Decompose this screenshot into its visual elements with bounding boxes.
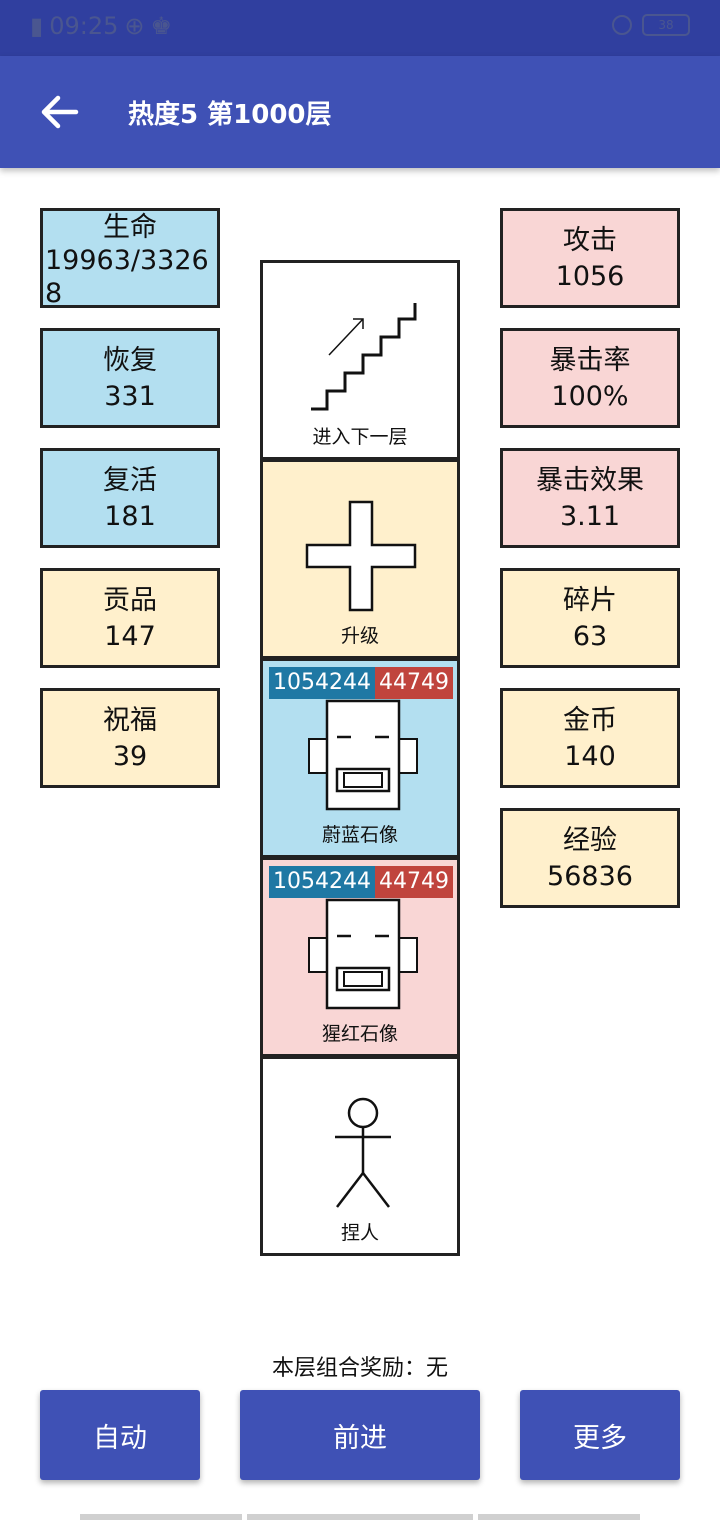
tile-caption: 猩红石像: [321, 1023, 398, 1045]
stat-label: 碎片: [563, 585, 617, 616]
auto-button[interactable]: 自动: [40, 1390, 200, 1480]
stat-recovery: 恢复 331: [40, 328, 220, 428]
stat-label: 攻击: [563, 225, 617, 256]
status-bar: ▮ 09:25 ⊕ ♚ 38: [0, 0, 720, 56]
stat-crit-effect: 暴击效果 3.11: [500, 448, 680, 548]
stat-crit-rate: 暴击率 100%: [500, 328, 680, 428]
more-button[interactable]: 更多: [520, 1390, 680, 1480]
enemy-attack: 44749: [374, 866, 453, 898]
stat-value: 140: [564, 741, 616, 772]
stick-figure-icon: [335, 1097, 391, 1208]
stat-value: 181: [104, 501, 156, 532]
stat-value: 56836: [547, 861, 633, 892]
nav-hint: [80, 1514, 242, 1520]
enemy-stats-bar: 1054244 44749: [269, 667, 453, 699]
stat-value: 19963/33268: [45, 245, 209, 308]
stat-label: 经验: [563, 825, 617, 856]
game-icon: ⊕: [124, 12, 145, 40]
enemy-hp: 1054244: [269, 866, 375, 898]
stat-label: 生命: [103, 212, 157, 243]
stat-label: 祝福: [103, 705, 157, 736]
nav-hint: [478, 1514, 640, 1520]
stat-value: 331: [104, 381, 156, 412]
forward-button[interactable]: 前进: [240, 1390, 480, 1480]
stat-value: 1056: [555, 261, 625, 292]
stat-blessing: 祝福 39: [40, 688, 220, 788]
enemy-stats-bar: 1054244 44749: [269, 866, 453, 898]
floor-bonus-text: 本层组合奖励：无: [271, 1356, 448, 1381]
alarm-icon: [612, 15, 632, 35]
stat-value: 147: [104, 621, 156, 652]
tile-azure-statue[interactable]: 1054244 44749 蔚蓝石像: [260, 658, 460, 858]
app-bar: 热度5 第1000层: [0, 56, 720, 168]
stat-experience: 经验 56836: [500, 808, 680, 908]
battery-icon: 38: [642, 14, 690, 36]
enemy-hp: 1054244: [269, 667, 375, 699]
stairs-icon: [311, 303, 417, 411]
stat-attack: 攻击 1056: [500, 208, 680, 308]
stat-life: 生命 19963/33268: [40, 208, 220, 308]
stat-label: 暴击效果: [536, 465, 644, 496]
stat-value: 39: [112, 741, 148, 772]
enemy-attack: 44749: [374, 667, 453, 699]
tile-next-floor[interactable]: 进入下一层: [260, 260, 460, 460]
stat-label: 暴击率: [549, 345, 631, 376]
tile-character[interactable]: 捏人: [260, 1056, 460, 1256]
tile-caption: 升级: [340, 625, 379, 647]
signal-icon: ▮: [30, 12, 44, 40]
tile-upgrade[interactable]: 升级: [260, 459, 460, 659]
stat-value: 63: [572, 621, 608, 652]
stat-label: 复活: [103, 465, 157, 496]
crown-icon: ♚: [150, 12, 173, 40]
stat-tribute: 贡品 147: [40, 568, 220, 668]
stat-gold: 金币 140: [500, 688, 680, 788]
stat-value: 100%: [551, 381, 629, 412]
tile-caption: 进入下一层: [312, 426, 408, 448]
stat-label: 恢复: [103, 345, 157, 376]
stat-value: 3.11: [559, 501, 621, 532]
tile-caption: 捏人: [340, 1222, 379, 1244]
statue-icon: [308, 699, 418, 811]
stat-shards: 碎片 63: [500, 568, 680, 668]
stat-label: 金币: [563, 705, 617, 736]
plus-icon: [305, 500, 417, 612]
nav-hint: [247, 1514, 473, 1520]
status-time: 09:25: [49, 12, 119, 40]
stat-label: 贡品: [103, 585, 157, 616]
tile-scarlet-statue[interactable]: 1054244 44749 猩红石像: [260, 857, 460, 1057]
statue-icon: [308, 898, 418, 1010]
stat-revive: 复活 181: [40, 448, 220, 548]
arrow-left-icon: [41, 95, 79, 129]
page-title: 热度5 第1000层: [128, 100, 332, 130]
tile-caption: 蔚蓝石像: [321, 824, 398, 846]
back-button[interactable]: [36, 90, 84, 134]
